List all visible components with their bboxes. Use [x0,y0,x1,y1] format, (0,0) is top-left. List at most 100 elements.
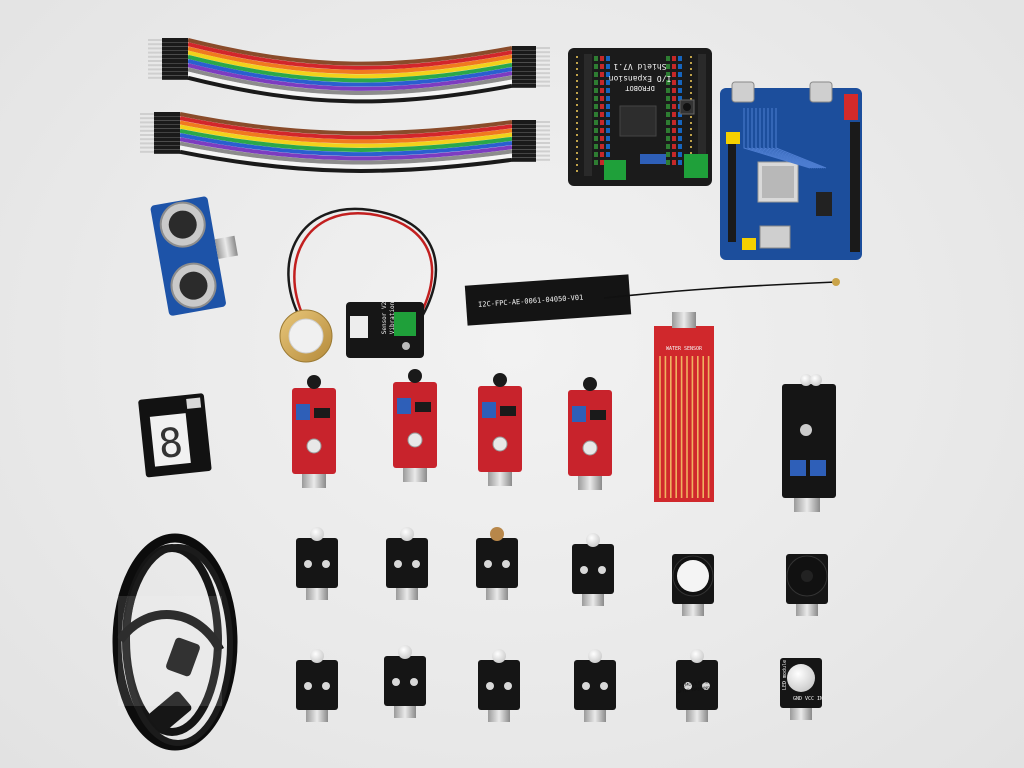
jumper-pin-right [536,121,550,123]
shield-header-pin [600,80,604,85]
module-hole [598,566,606,574]
shield-header-pin [666,64,670,69]
module-hole [410,678,418,686]
jumper-pin-right [536,72,550,75]
water-sensor-label: WATER SENSOR [666,346,703,352]
shield-header-pin [666,120,670,125]
shield-header-pin [594,72,598,77]
jumper-wire [179,145,513,169]
jumper-connector-left [154,116,180,121]
jumper-connector-left [154,128,180,133]
jumper-pin-right [536,142,550,144]
potentiometer [296,404,310,420]
comparator-chip [590,410,606,420]
shield-header-pin [600,104,604,109]
jumper-connector-right [512,71,536,76]
jumper-wire [179,120,513,144]
shield-subtitle: I/O Expansion [609,74,672,83]
ribbon-cable-bottom [140,112,550,173]
module-pcb [386,538,428,588]
pin-header [306,710,328,722]
pin-header [488,472,512,486]
shield-header-pin [600,64,604,69]
jumper-connector-right [512,124,536,129]
module-hole [392,678,400,686]
jumper-pin-right [536,68,550,70]
jumper-wire [179,137,513,161]
shield-header-pin [672,152,676,157]
jumper-pin-right [536,51,550,54]
black-sensor-module [384,645,426,718]
shield-header-pin [666,152,670,157]
jumper-wire [179,141,513,165]
jumper-pin-left [148,60,162,62]
jumper-connector-left [154,112,180,116]
jumper-pin-left [148,55,162,58]
shield-header-pin [678,120,682,125]
module-hole [304,682,312,690]
shield-header-pin [672,160,676,165]
buzzer-sticker-line1: REMOVE SEAL [679,679,709,688]
jumper-pin-left [140,129,154,132]
shield-header-pin [606,64,610,69]
jumper-connector-right [512,141,536,145]
module-component [492,649,506,663]
shield-header-pin [606,128,610,133]
jumper-connector-right [512,54,536,59]
red-sensor-module [292,375,336,488]
jumper-wire [179,149,513,173]
jumper-connector-right [512,128,536,133]
shield-header-pin [672,128,676,133]
shield-header-pin [678,128,682,133]
jumper-connector-right [512,136,536,141]
jumper-pin-left [140,146,154,149]
shield-header-pin [666,88,670,93]
jumper-connector-left [162,75,188,80]
shield-header-pin [600,136,604,141]
jumper-pin-right [536,133,550,136]
jumper-pin-left [148,64,162,67]
module-component [586,533,600,547]
jumper-pin-left [140,121,154,124]
io-expansion-shield: Shield V7.1 I/O Expansion DFROBOT [568,48,712,186]
pin-header [394,706,416,718]
jumper-pin-left [148,51,162,54]
shield-header-pin [606,144,610,149]
shield-header-pin [678,64,682,69]
jumper-connector-left [162,50,188,55]
fpc-antenna: I2C-FPC-AE-0061-04050-V01 [464,274,840,326]
shield-header-pin [594,112,598,117]
pcb-trace [763,108,821,169]
shield-header-pin [672,104,676,109]
shield-header-pin [594,152,598,157]
black-sensor-module [572,533,614,606]
jumper-pin-right [536,84,550,87]
shield-header-pin [672,96,676,101]
shield-header-pin [606,56,610,61]
black-sensor-module [476,527,518,600]
black-sensor-module [296,649,338,722]
piezo-board-label: Sensor V2 [381,301,388,334]
module-pcb [478,660,520,710]
jumper-pin-right [536,129,550,132]
shield-header-pin [600,144,604,149]
pin-header [682,604,704,616]
pin-header [582,594,604,606]
pin-header [302,474,326,488]
jumper-connector-right [512,75,536,80]
jumper-connector-right [512,145,536,150]
jumper-pin-left [140,113,154,115]
shield-header-pin [606,112,610,117]
module-hole [322,682,330,690]
sensor-element [583,377,597,391]
jumper-pin-left [140,134,154,136]
shield-header-pin [678,160,682,165]
shield-header-pin [594,144,598,149]
module-hole [304,560,312,568]
jumper-pin-right [536,59,550,62]
shield-header-pin [666,112,670,117]
shield-header-pin [672,112,676,117]
shield-header-pin [600,120,604,125]
shield-header-pin [666,144,670,149]
shield-header-pin [600,112,604,117]
